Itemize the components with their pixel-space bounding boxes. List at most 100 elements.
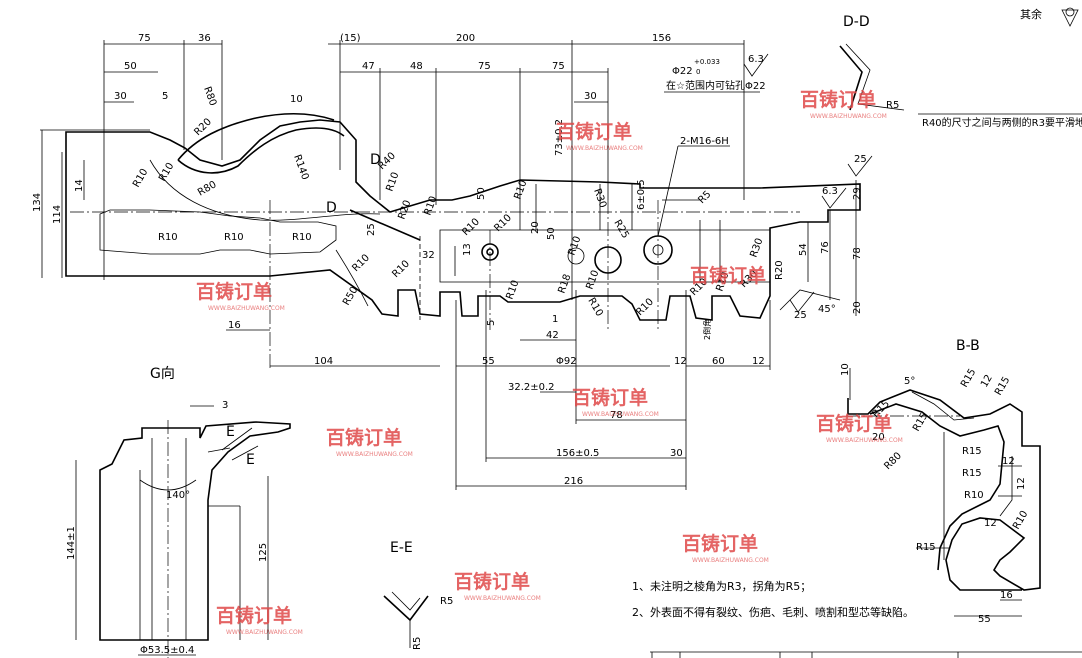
dim-label: 76 [820, 241, 831, 254]
dims-bb: 10 5° R15 12 R15 R15 20 R15 R80 R15 12 R… [840, 363, 1030, 625]
section-mark-e1: E [226, 424, 235, 440]
dim-label: 200 [456, 33, 475, 44]
watermark-logo: 百铸订单 [216, 604, 292, 627]
roughness-2: 6.3 [822, 186, 838, 197]
dim-label: 25 [366, 223, 377, 236]
dim-label: 16 [228, 320, 241, 331]
dim-label: 50 [124, 61, 137, 72]
dim-label: (15) [340, 33, 361, 44]
section-d-line [349, 209, 421, 241]
dim-label: 10 [840, 363, 851, 376]
watermark-url: WWW.BAIZHUWANG.COM [464, 595, 541, 602]
dim-label: 144±1 [66, 526, 77, 560]
watermark-logo: 百铸订单 [454, 570, 530, 593]
dim-label: 14 [74, 179, 85, 192]
dim-label: R15 [911, 411, 930, 434]
dim-label: R15 [962, 468, 982, 479]
view-label-g: G向 [150, 366, 175, 382]
dim-label: R30 [591, 187, 608, 209]
dim-label: 50 [476, 187, 487, 200]
section-mark-d1: D [370, 152, 381, 168]
dim-label: R10 [460, 216, 482, 238]
watermark-url: WWW.BAIZHUWANG.COM [566, 145, 643, 152]
dd-view [839, 43, 905, 111]
note-1: 1、未注明之棱角为R3，拐角为R5； [632, 579, 811, 593]
dim-label: 156 [652, 33, 671, 44]
dim-label: 75 [478, 61, 491, 72]
view-label-dd: D-D [843, 14, 870, 30]
corner-roughness-mark [1061, 9, 1079, 27]
g-dimension-lines [75, 405, 269, 656]
dim-label: R10 [1011, 509, 1030, 532]
watermark-logo: 百铸订单 [556, 120, 632, 143]
roughness-1: 6.3 [748, 54, 764, 65]
dim-label: R10 [422, 195, 439, 217]
dim-label: R15 [962, 446, 982, 457]
dim-label: R80 [201, 85, 218, 107]
bb-inner-profile [869, 403, 1005, 571]
g-outline [99, 421, 291, 641]
dims-bottom: 32.2±0.2 78 156±0.5 30 216 [508, 382, 683, 487]
view-label-bb: B-B [956, 338, 980, 354]
dim-label: R25 [611, 218, 630, 241]
watermark-logo: 百铸订单 [816, 412, 892, 435]
dim-label: 3 [222, 400, 228, 411]
dim-label: 29 [852, 187, 863, 200]
dim-label: R20 [774, 260, 785, 280]
watermark-url: WWW.BAIZHUWANG.COM [208, 305, 285, 312]
dim-label: 156±0.5 [556, 448, 599, 459]
watermarks: 百铸订单 WWW.BAIZHUWANG.COM 百铸订单 WWW.BAIZHUW… [196, 88, 903, 636]
dim-label: 30 [114, 91, 127, 102]
dim-label: 1 [552, 314, 558, 325]
dim-label: R10 [157, 161, 176, 184]
dim-label: R10 [384, 171, 401, 193]
upper-cam-profile [177, 112, 345, 174]
dim-label: R5 [412, 637, 423, 650]
dimension-lines-top [40, 40, 745, 300]
dim-label: 104 [314, 356, 333, 367]
dim-label: 20 [530, 221, 541, 234]
title-block-edge [650, 651, 1082, 658]
dim-label: 140° [166, 490, 190, 501]
dim-label: R20 [396, 199, 413, 221]
g-view [75, 405, 291, 658]
center-body [439, 220, 771, 283]
dim-label: 5° [904, 376, 915, 387]
dims-ee: R5 R5 [412, 596, 453, 650]
dim-label: R10 [158, 232, 178, 243]
g-angle-arc [139, 479, 197, 491]
dims-main: 134 114 14 R10 R10 R80 R10 R10 R10 R10 R… [32, 119, 863, 367]
dim-label: R10 [224, 232, 244, 243]
main-outline [65, 119, 861, 321]
bb-dimension-lines [849, 368, 1022, 617]
dim-label: 30 [584, 91, 597, 102]
web-lines [519, 184, 700, 230]
dim-label: 42 [546, 330, 559, 341]
dim-label: R10 [492, 212, 514, 234]
watermark-logo: 百铸订单 [196, 280, 272, 303]
view-label-ee: E-E [390, 540, 413, 556]
dim-label: R50 [341, 285, 360, 308]
dim-label: R30 [748, 237, 765, 259]
bb-inner-profile-2 [911, 391, 1013, 560]
dim-label: 16 [1000, 590, 1013, 601]
ee-view [383, 591, 429, 648]
dim-label: 75 [552, 61, 565, 72]
dim-label: R10 [634, 296, 656, 318]
dims-top: 75 36 (15) 200 156 50 30 5 47 48 75 75 1… [114, 33, 899, 221]
dim-label: 12 [752, 356, 765, 367]
watermark-logo: 百铸订单 [572, 386, 648, 409]
dim-label: 36 [198, 33, 211, 44]
watermark-url: WWW.BAIZHUWANG.COM [226, 629, 303, 636]
dim-label: 73±0.2 [554, 119, 565, 156]
dim-label: 20 [852, 301, 863, 314]
dim-label: 50 [546, 227, 557, 240]
watermark-logo: 百铸订单 [326, 426, 402, 449]
watermark-logo: 百铸订单 [682, 532, 758, 555]
dim-label: R10 [964, 490, 984, 501]
chamfer-callout: 2倒角 [702, 319, 712, 340]
roughness-symbols [743, 53, 873, 313]
dim-label: 20 [872, 432, 885, 443]
dim-label: R80 [882, 450, 904, 472]
